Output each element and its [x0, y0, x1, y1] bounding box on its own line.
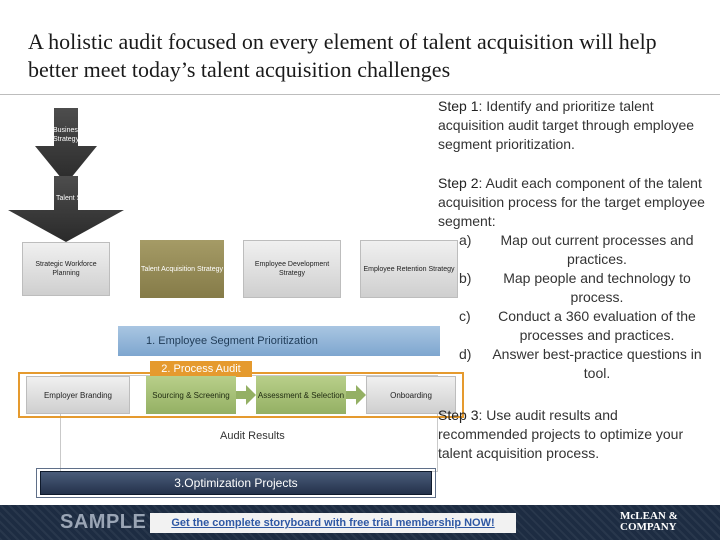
talent-acquisition-strategy-box: Talent Acquisition Strategy [140, 240, 224, 298]
onboarding-label: Onboarding [390, 390, 432, 400]
footer-bar [0, 505, 720, 540]
company-logo: McLEAN & COMPANY [620, 511, 690, 533]
list-item-text: Map out current processes and practices. [500, 232, 694, 267]
sourcing-screening-label: Sourcing & Screening [152, 390, 230, 400]
step2-list: a) Map out current processes and practice… [422, 231, 710, 383]
list-item: d) Answer best-practice questions in tool… [422, 345, 710, 383]
logo-line2: COMPANY [620, 521, 677, 533]
list-item: b) Map people and technology to process. [422, 269, 710, 307]
employer-branding-label: Employer Branding [43, 390, 113, 400]
sample-label: SAMPLE [60, 511, 147, 533]
arrow-right-icon [346, 385, 366, 405]
title-divider [0, 94, 720, 95]
list-item-letter: d) [459, 346, 472, 362]
strategic-workforce-planning-label: Strategic Workforce Planning [35, 261, 97, 277]
step2-text: Step 2: Audit each component of the tale… [438, 174, 710, 383]
optimization-projects-label: 3.Optimization Projects [174, 476, 298, 490]
chevron-down-icon [35, 108, 97, 184]
segment-prioritization-label: 1. Employee Segment Prioritization [146, 335, 318, 347]
list-item-letter: c) [459, 308, 471, 324]
list-item: a) Map out current processes and practice… [422, 231, 710, 269]
logo-line1: McLEAN & [620, 510, 678, 522]
list-item-text: Map people and technology to process. [503, 270, 691, 305]
business-strategy-label: Business Strategy [53, 127, 82, 143]
employee-retention-strategy-box: Employee Retention Strategy [360, 240, 458, 298]
employee-development-strategy-box: Employee Development Strategy [243, 240, 341, 298]
employer-branding-box: Employer Branding [26, 376, 130, 414]
step3-description: : Use audit results and recommended proj… [438, 407, 684, 461]
step1-label: Step 1 [438, 98, 479, 114]
strategic-workforce-planning-box: Strategic Workforce Planning [22, 242, 110, 296]
slide-title: A holistic audit focused on every elemen… [28, 29, 657, 82]
step2-label: Step 2 [438, 175, 479, 191]
segment-prioritization-band: 1. Employee Segment Prioritization [118, 326, 440, 356]
trial-membership-link[interactable]: Get the complete storyboard with free tr… [150, 513, 516, 533]
list-item: c) Conduct a 360 evaluation of the proces… [422, 307, 710, 345]
optimization-projects-frame [36, 468, 436, 498]
talent-strategy-label: Talent Strategy [56, 195, 103, 202]
step1-text: Step 1: Identify and prioritize talent a… [438, 97, 710, 154]
assessment-selection-label: Assessment & Selection [257, 390, 345, 400]
arrow-right-icon [236, 385, 256, 405]
list-item-text: Conduct a 360 evaluation of the processe… [498, 308, 696, 343]
list-item-text: Answer best-practice questions in tool. [492, 346, 702, 381]
assessment-selection-box: Assessment & Selection [256, 376, 346, 414]
talent-strategy-arrow: Talent Strategy [8, 176, 124, 242]
step1-description: : Identify and prioritize talent acquisi… [438, 98, 695, 152]
optimization-projects-bar: 3.Optimization Projects [40, 471, 432, 495]
step3-label: Step 3 [438, 407, 479, 423]
employee-retention-strategy-label: Employee Retention Strategy [363, 265, 455, 273]
sourcing-screening-box: Sourcing & Screening [146, 376, 236, 414]
step3-text: Step 3: Use audit results and recommende… [438, 406, 710, 463]
onboarding-box: Onboarding [366, 376, 456, 414]
list-item-letter: a) [459, 232, 472, 248]
chevron-down-icon [8, 176, 124, 242]
step2-description: : Audit each component of the talent acq… [438, 175, 705, 229]
employee-development-strategy-label: Employee Development Strategy [254, 261, 330, 277]
business-strategy-arrow: Business Strategy [35, 108, 97, 184]
talent-acquisition-strategy-label: Talent Acquisition Strategy [140, 265, 224, 273]
list-item-letter: b) [459, 270, 472, 286]
process-audit-label: 2. Process Audit [150, 361, 252, 377]
audit-results-label: Audit Results [220, 430, 285, 442]
